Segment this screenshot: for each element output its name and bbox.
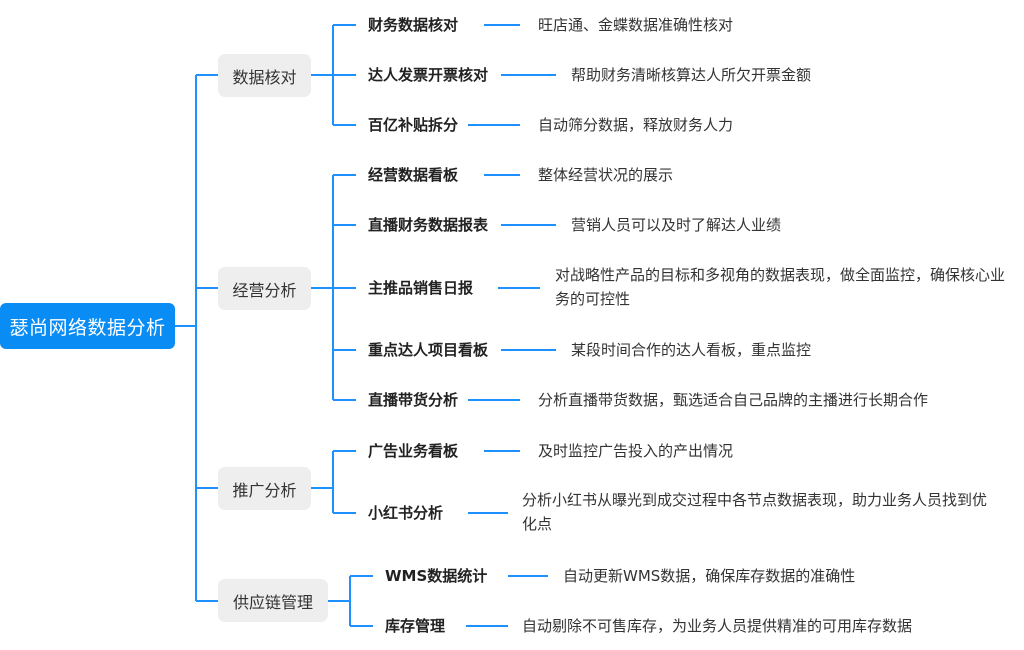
leaf-description: 分析小红书从曝光到成交过程中各节点数据表现，助力业务人员找到优化点 bbox=[522, 491, 988, 533]
leaf-node[interactable]: 库存管理 bbox=[385, 617, 446, 635]
leaf-description: 自动筛分数据，释放财务人力 bbox=[538, 116, 734, 134]
leaf-node[interactable]: 百亿补贴拆分 bbox=[368, 116, 459, 134]
leaf-node[interactable]: 广告业务看板 bbox=[368, 442, 459, 460]
leaf-description: 整体经营状况的展示 bbox=[538, 166, 674, 184]
leaf-description: 帮助财务清晰核算达人所欠开票金额 bbox=[571, 66, 812, 84]
leaf-description: 旺店通、金蝶数据准确性核对 bbox=[538, 16, 734, 34]
leaf-node[interactable]: 达人发票开票核对 bbox=[368, 66, 489, 84]
branch-node-promotion-analysis[interactable]: 推广分析 bbox=[218, 467, 311, 510]
branch-node-data-check[interactable]: 数据核对 bbox=[218, 54, 311, 97]
leaf-description: 自动更新WMS数据，确保库存数据的准确性 bbox=[563, 567, 856, 585]
leaf-description: 某段时间合作的达人看板，重点监控 bbox=[571, 341, 812, 359]
branch-node-supply-chain[interactable]: 供应链管理 bbox=[218, 579, 328, 622]
leaf-node[interactable]: 财务数据核对 bbox=[368, 16, 459, 34]
root-node[interactable]: 瑟尚网络数据分析 bbox=[0, 303, 175, 349]
leaf-node[interactable]: 小红书分析 bbox=[368, 504, 444, 522]
leaf-description: 营销人员可以及时了解达人业绩 bbox=[571, 216, 782, 234]
leaf-node[interactable]: 直播财务数据报表 bbox=[368, 216, 489, 234]
leaf-node[interactable]: 经营数据看板 bbox=[368, 166, 459, 184]
leaf-description: 及时监控广告投入的产出情况 bbox=[538, 442, 734, 460]
leaf-description: 自动剔除不可售库存，为业务人员提供精准的可用库存数据 bbox=[522, 617, 913, 635]
leaf-node[interactable]: WMS数据统计 bbox=[385, 567, 488, 585]
leaf-description: 分析直播带货数据，甄选适合自己品牌的主播进行长期合作 bbox=[538, 391, 929, 409]
leaf-node[interactable]: 重点达人项目看板 bbox=[368, 341, 489, 359]
branch-node-operation-analysis[interactable]: 经营分析 bbox=[218, 267, 311, 310]
leaf-node[interactable]: 直播带货分析 bbox=[368, 391, 459, 409]
leaf-node[interactable]: 主推品销售日报 bbox=[368, 279, 474, 297]
leaf-description: 对战略性产品的目标和多视角的数据表现，做全面监控，确保核心业务的可控性 bbox=[555, 266, 1006, 308]
